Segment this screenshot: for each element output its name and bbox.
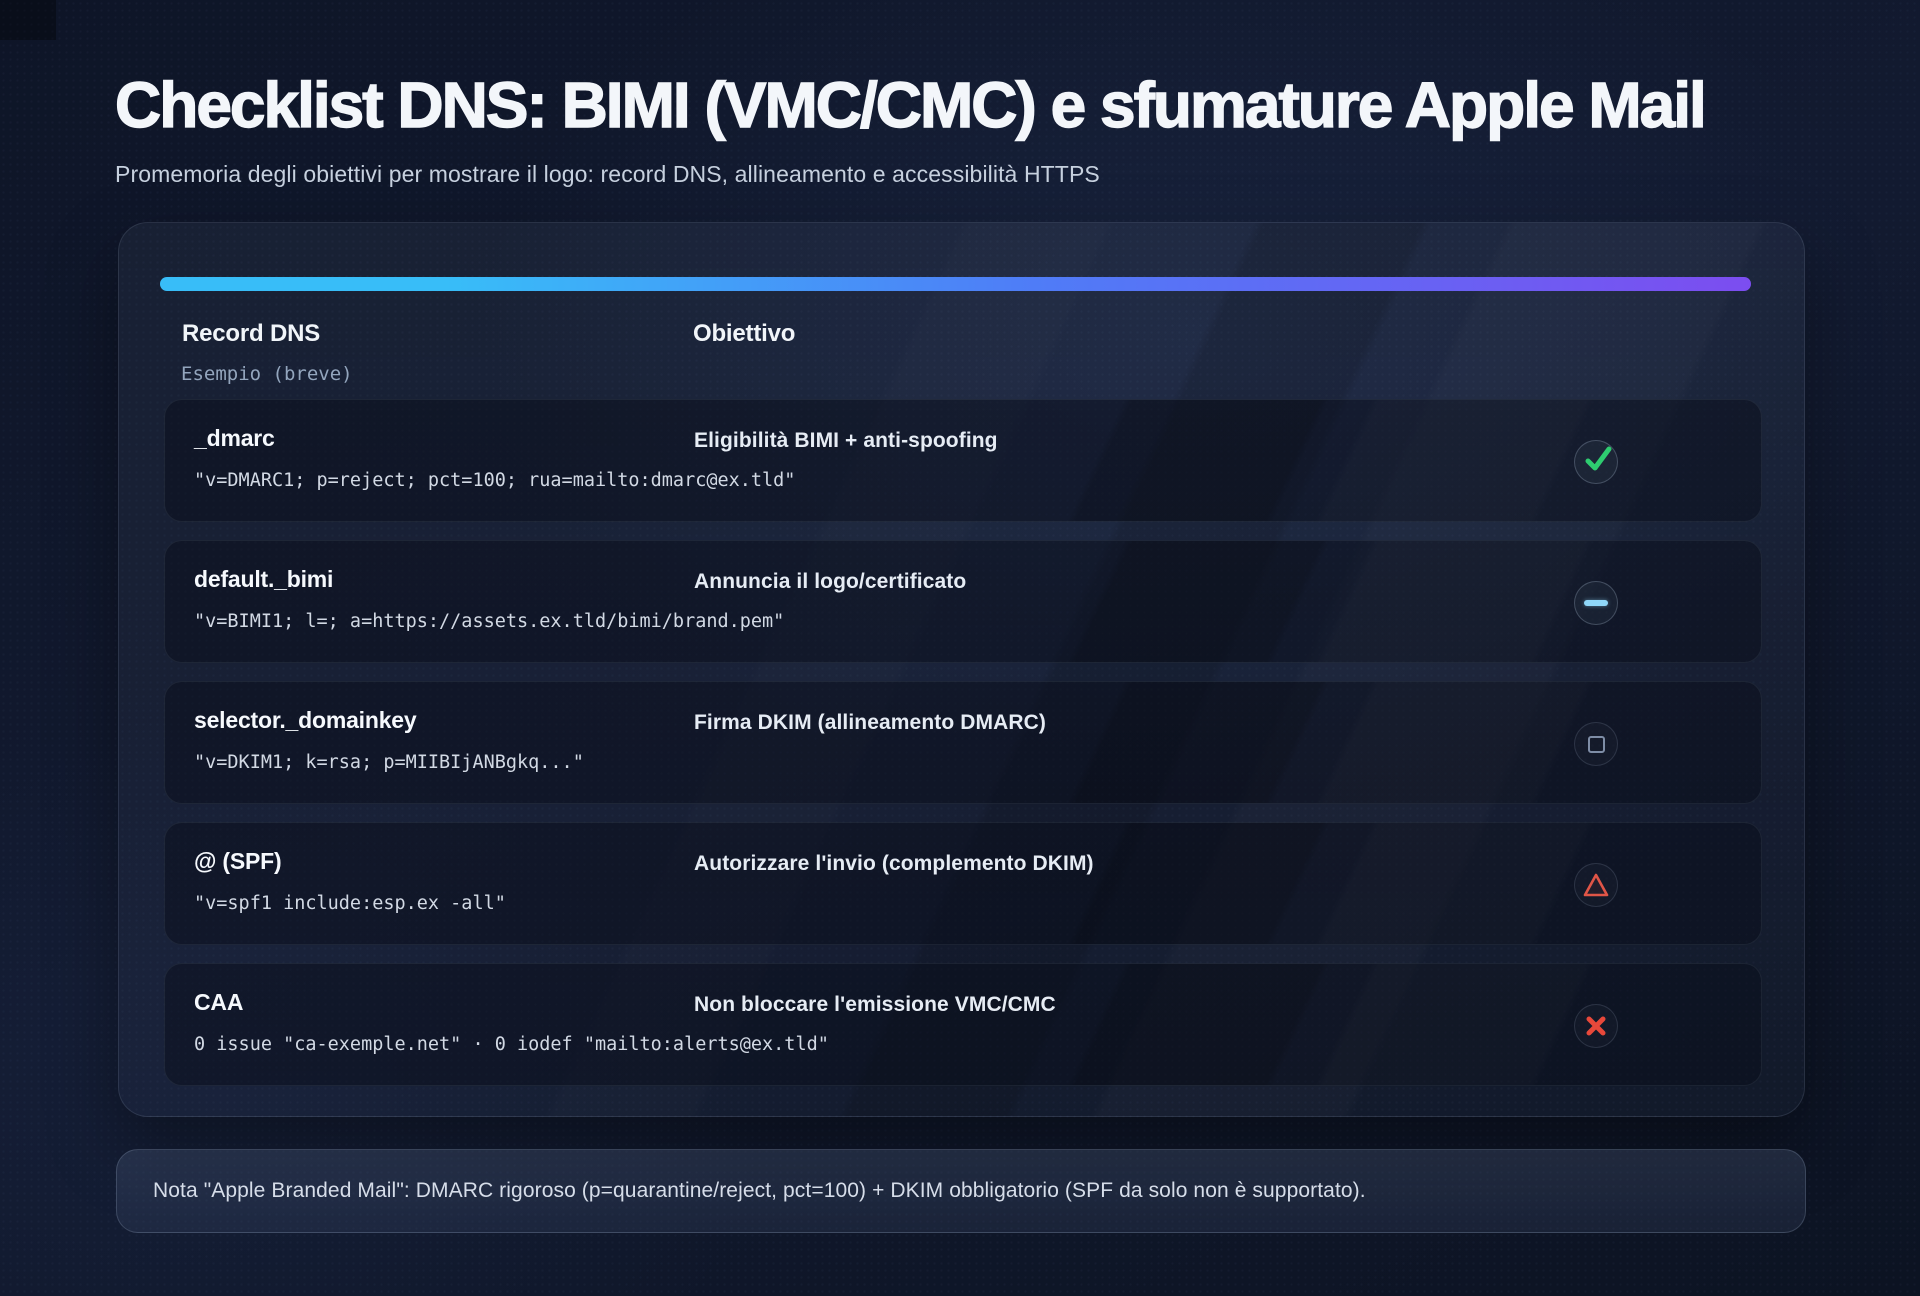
note-text: Nota "Apple Branded Mail": DMARC rigoros… <box>153 1179 1366 1202</box>
status-toggle-warning[interactable] <box>1574 863 1618 907</box>
record-name: _dmarc <box>194 425 275 451</box>
record-example: 0 issue "ca-exemple.net" · 0 iodef "mail… <box>194 1034 829 1055</box>
check-icon <box>1581 446 1612 476</box>
corner-notch <box>0 0 56 40</box>
status-toggle-done[interactable] <box>1574 440 1618 484</box>
record-name: @ (SPF) <box>194 848 282 874</box>
record-name: default._bimi <box>194 566 334 592</box>
record-name: CAA <box>194 989 244 1015</box>
rows-list: _dmarc Eligibilità BIMI + anti-spoofing … <box>164 399 1762 1104</box>
record-example: "v=BIMI1; l=; a=https://assets.ex.tld/bi… <box>194 611 785 632</box>
minus-icon <box>1584 600 1608 606</box>
page-title: Checklist DNS: BIMI (VMC/CMC) e sfumatur… <box>114 69 1707 141</box>
page-header: Checklist DNS: BIMI (VMC/CMC) e sfumatur… <box>114 69 1805 188</box>
column-header-record: Record DNS <box>182 320 321 347</box>
record-name: selector._domainkey <box>194 707 417 733</box>
checklist-card: Record DNS Obiettivo Esempio (breve) _dm… <box>118 222 1805 1117</box>
record-example: "v=DKIM1; k=rsa; p=MIIBIjANBgkq..." <box>194 752 584 773</box>
record-example: "v=spf1 include:esp.ex -all" <box>194 893 506 914</box>
record-example: "v=DMARC1; p=reject; pct=100; rua=mailto… <box>194 470 796 491</box>
status-toggle-error[interactable] <box>1574 1004 1618 1048</box>
status-toggle-partial[interactable] <box>1574 581 1618 625</box>
objective-label: Non bloccare l'emissione VMC/CMC <box>694 993 1056 1016</box>
square-icon <box>1587 735 1605 753</box>
objective-label: Autorizzare l'invio (complemento DKIM) <box>694 852 1094 875</box>
table-row: _dmarc Eligibilità BIMI + anti-spoofing … <box>164 399 1762 522</box>
objective-label: Annuncia il logo/certificato <box>694 570 967 593</box>
table-row: @ (SPF) Autorizzare l'invio (complemento… <box>164 822 1762 945</box>
record-subheader: Esempio (breve) <box>181 363 353 385</box>
status-toggle-pending[interactable] <box>1574 722 1618 766</box>
triangle-icon <box>1582 872 1610 898</box>
page-subtitle: Promemoria degli obiettivi per mostrare … <box>115 161 1100 188</box>
x-icon <box>1584 1014 1608 1038</box>
note-banner: Nota "Apple Branded Mail": DMARC rigoros… <box>116 1149 1806 1233</box>
table-row: default._bimi Annuncia il logo/certifica… <box>164 540 1762 663</box>
objective-label: Firma DKIM (allineamento DMARC) <box>694 711 1046 734</box>
table-row: selector._domainkey Firma DKIM (allineam… <box>164 681 1762 804</box>
table-row: CAA Non bloccare l'emissione VMC/CMC 0 i… <box>164 963 1762 1086</box>
objective-label: Eligibilità BIMI + anti-spoofing <box>694 429 998 452</box>
column-header-objective: Obiettivo <box>693 320 796 347</box>
progress-bar <box>160 277 1751 291</box>
